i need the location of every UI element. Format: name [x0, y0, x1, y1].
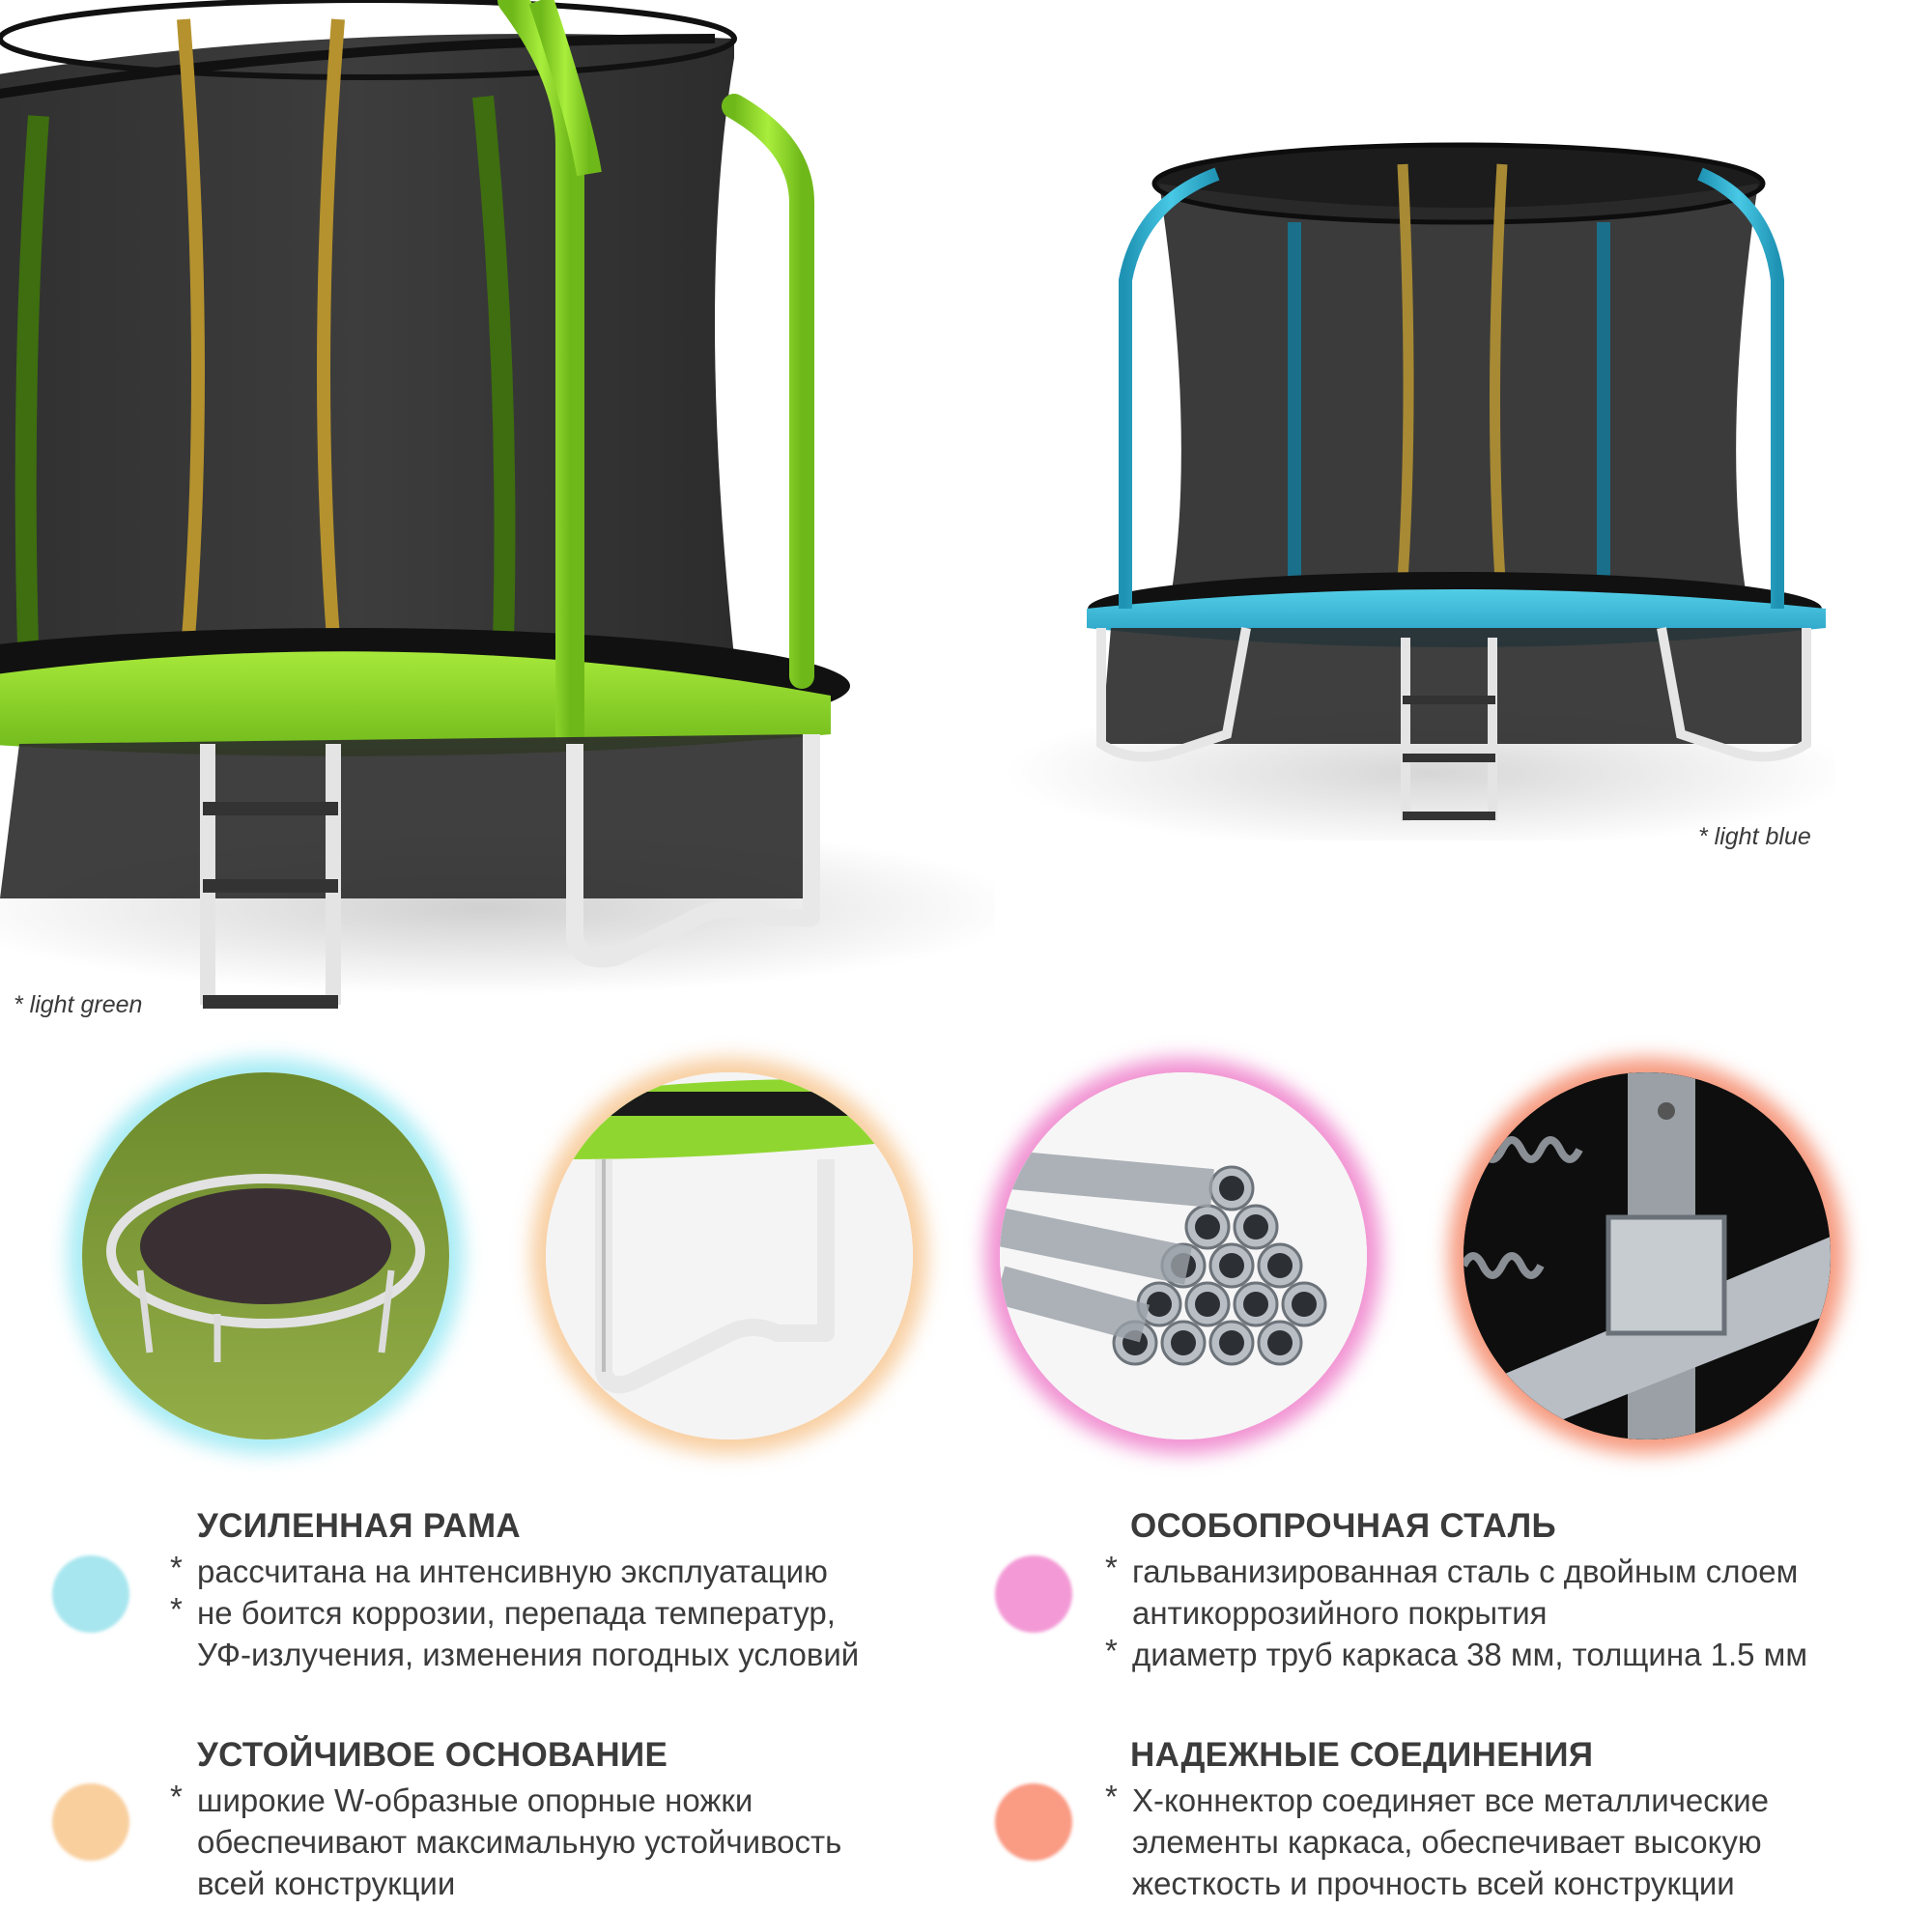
trampoline-green-image	[0, 0, 995, 1009]
feature-connector-bullets: * Х-коннектор соединяет все металлически…	[1105, 1779, 1770, 1904]
frame-photo	[82, 1072, 449, 1439]
bullet: * рассчитана на интенсивную эксплуатацию	[170, 1550, 828, 1589]
feature-steel-title: ОСОБОПРОЧНАЯ СТАЛЬ	[1130, 1507, 1556, 1545]
bullet: * гальванизированная сталь с двойным сло…	[1105, 1550, 1799, 1631]
feature-base-dot	[52, 1783, 129, 1861]
feature-steel-dot	[995, 1555, 1072, 1633]
base-photo	[546, 1072, 913, 1439]
bullet: * широкие W-образные опорные ножки обесп…	[170, 1779, 842, 1901]
feature-connector-dot	[995, 1783, 1072, 1861]
feature-connector-title: НАДЕЖНЫЕ СОЕДИНЕНИЯ	[1130, 1736, 1594, 1774]
caption-light-blue: * light blue	[1698, 823, 1811, 850]
bullet: * Х-коннектор соединяет все металлически…	[1105, 1779, 1770, 1901]
caption-light-green: * light green	[14, 991, 143, 1018]
feature-steel-bullets: * гальванизированная сталь с двойным сло…	[1105, 1550, 1808, 1675]
connector-photo	[1463, 1072, 1831, 1439]
steel-photo	[1000, 1072, 1367, 1439]
bullet: * диаметр труб каркаса 38 мм, толщина 1.…	[1105, 1633, 1808, 1672]
feature-frame-title: УСИЛЕННАЯ РАМА	[197, 1507, 521, 1545]
feature-frame-bullets: * рассчитана на интенсивную эксплуатацию…	[170, 1550, 860, 1675]
bullet: * не боится коррозии, перепада температу…	[170, 1591, 860, 1672]
feature-base-title: УСТОЙЧИВОЕ ОСНОВАНИЕ	[197, 1736, 668, 1774]
feature-frame-dot	[52, 1555, 129, 1633]
trampoline-blue-image	[1005, 142, 1835, 841]
feature-base-bullets: * широкие W-образные опорные ножки обесп…	[170, 1779, 842, 1904]
